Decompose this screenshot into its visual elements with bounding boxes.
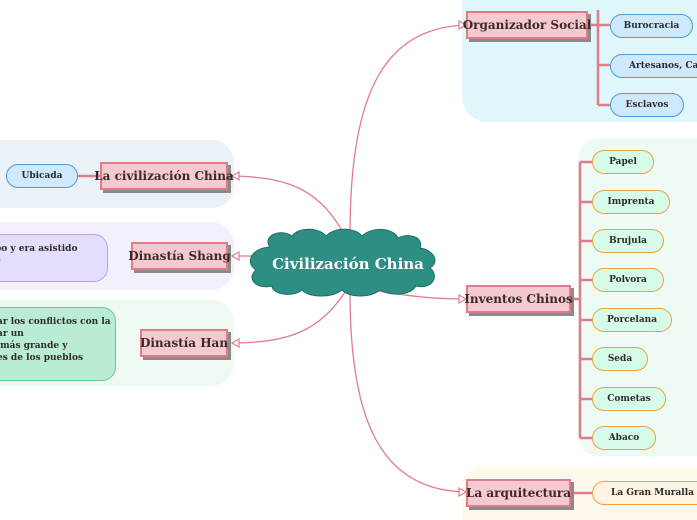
- arrow-inventos: [458, 293, 468, 305]
- connector-arquitectura: [349, 291, 467, 493]
- node-seda[interactable]: Seda: [592, 347, 648, 371]
- node-polvora[interactable]: Polvora: [592, 268, 664, 292]
- node-civilizacion-china[interactable]: La civilización China: [94, 162, 234, 190]
- node-porcelana[interactable]: Porcelana: [592, 308, 672, 332]
- note-han[interactable]: ar los conflictos con la ar un más grand…: [0, 307, 116, 381]
- bracket-organizador: [588, 10, 610, 107]
- bracket-inventos: [571, 160, 592, 440]
- node-organizador-social[interactable]: Organizador Social: [463, 11, 591, 39]
- arrow-organizador: [458, 19, 468, 31]
- connector-han: [231, 291, 346, 344]
- node-imprenta[interactable]: Imprenta: [592, 190, 670, 214]
- node-ubicada[interactable]: Ubicada: [6, 164, 78, 188]
- connector-civilizacion: [231, 175, 346, 237]
- center-topic[interactable]: Civilización China: [272, 255, 424, 273]
- arrow-han: [230, 337, 240, 349]
- node-dinastia-shang[interactable]: Dinastía Shang: [128, 242, 231, 270]
- arrow-civilizacion: [230, 170, 240, 182]
- arrow-shang: [230, 250, 240, 262]
- node-esclavos[interactable]: Esclavos: [610, 93, 684, 117]
- node-dinastia-han[interactable]: Dinastía Han: [140, 329, 228, 357]
- node-arquitectura[interactable]: La arquitectura: [466, 479, 571, 507]
- node-papel[interactable]: Papel: [592, 150, 654, 174]
- arrow-arquitectura: [458, 486, 468, 498]
- node-burocracia[interactable]: Burocracia: [610, 14, 693, 38]
- node-gran-muralla[interactable]: La Gran Muralla chi: [592, 481, 697, 505]
- node-abaco[interactable]: Abaco: [592, 426, 656, 450]
- node-cometas[interactable]: Cometas: [592, 387, 666, 411]
- note-shang[interactable]: po y era asistido e: [0, 234, 108, 282]
- connector-organizador: [349, 24, 467, 237]
- node-inventos-chinos[interactable]: Inventos Chinos: [464, 285, 573, 313]
- center-cloud: [249, 228, 436, 297]
- node-artesanos[interactable]: Artesanos, Camp: [610, 54, 697, 78]
- node-brujula[interactable]: Brujula: [592, 229, 664, 253]
